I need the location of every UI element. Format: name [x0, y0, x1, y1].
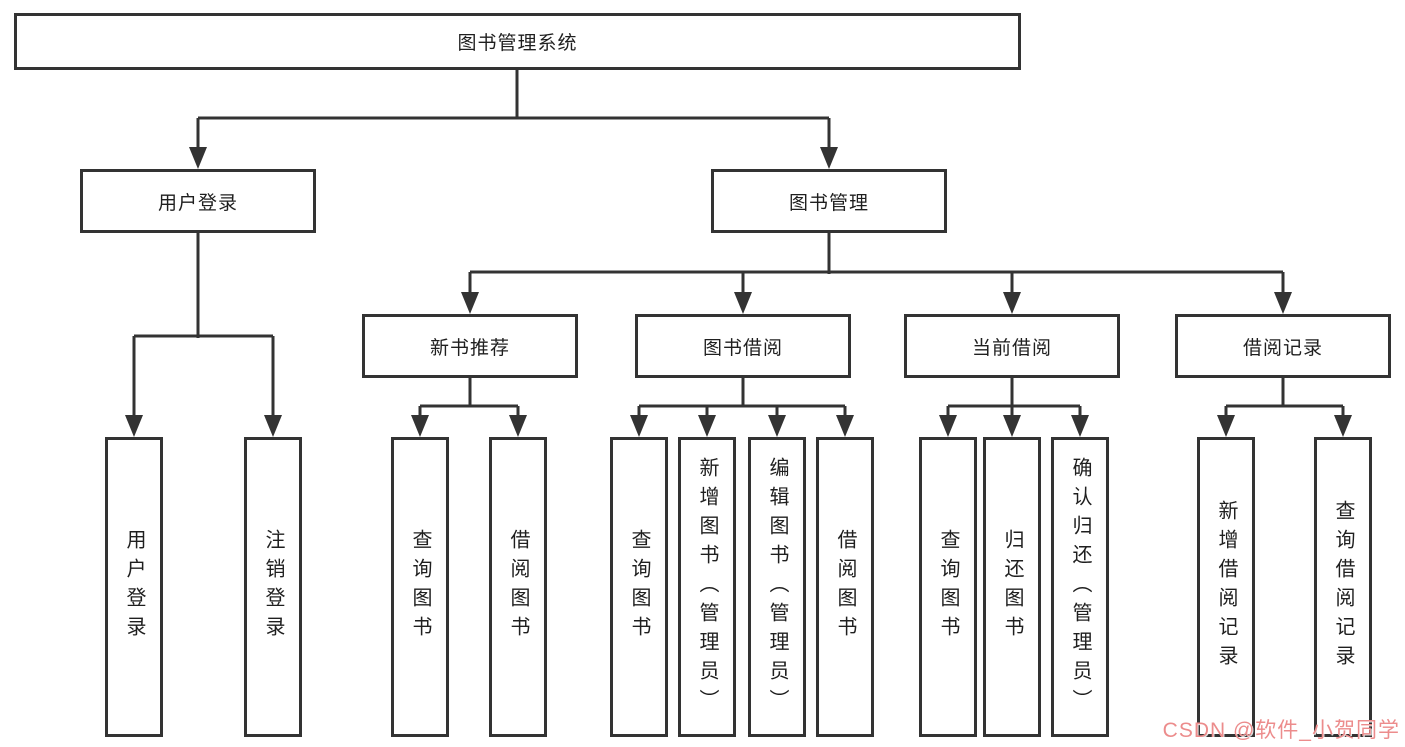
leaf-borrow-books: 借阅图书: [816, 437, 874, 737]
node-book-borrow: 图书借阅: [635, 314, 851, 378]
node-root: 图书管理系统: [14, 13, 1021, 70]
node-borrow-records: 借阅记录: [1175, 314, 1391, 378]
node-book-management: 图书管理: [711, 169, 947, 233]
leaf-return-book: 归还图书: [983, 437, 1041, 737]
leaf-edit-book-admin: 编辑图书（管理员）: [748, 437, 806, 737]
node-current-borrow: 当前借阅: [904, 314, 1120, 378]
csdn-watermark: CSDN @软件_小贺同学: [1162, 719, 1400, 742]
leaf-borrow-books-recommend: 借阅图书: [489, 437, 547, 737]
leaf-user-login: 用户登录: [105, 437, 163, 737]
leaf-logout: 注销登录: [244, 437, 302, 737]
leaf-query-books-current: 查询图书: [919, 437, 977, 737]
leaf-add-borrow-record: 新增借阅记录: [1197, 437, 1255, 737]
leaf-confirm-return-admin: 确认归还（管理员）: [1051, 437, 1109, 737]
leaf-query-books-recommend: 查询图书: [391, 437, 449, 737]
node-new-book-recommend: 新书推荐: [362, 314, 578, 378]
arrowheads: [125, 147, 1352, 437]
leaf-query-books-borrow: 查询图书: [610, 437, 668, 737]
leaf-query-borrow-record: 查询借阅记录: [1314, 437, 1372, 737]
node-user-login: 用户登录: [80, 169, 316, 233]
leaf-add-book-admin: 新增图书（管理员）: [678, 437, 736, 737]
